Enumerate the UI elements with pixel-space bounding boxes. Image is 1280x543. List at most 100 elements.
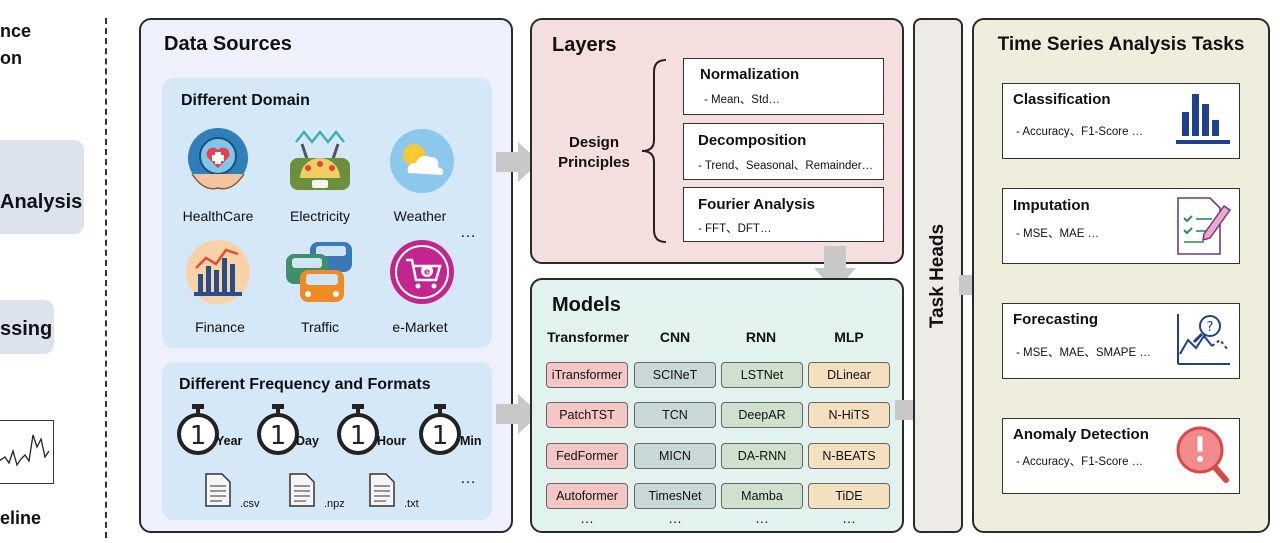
domain-label-traffic: Traffic: [300, 319, 340, 335]
principles-brace: [641, 59, 667, 243]
task-name-classification: Classification: [1013, 91, 1111, 108]
stopwatch-hour-icon: 1: [336, 402, 380, 463]
traffic-icon: [284, 236, 358, 311]
bar-chart-icon: [1174, 90, 1232, 153]
models-title: Models: [552, 294, 621, 316]
weather-icon: [388, 127, 456, 200]
freq-label-day: Day: [296, 434, 319, 448]
layer-name-normalization: Normalization: [700, 66, 800, 83]
freq-label-min: Min: [460, 434, 482, 448]
svg-text:1: 1: [350, 421, 367, 451]
stopwatch-min-icon: 1: [418, 402, 462, 463]
svg-text:1: 1: [190, 421, 207, 451]
model-chip-tide: TiDE: [808, 483, 890, 509]
domain-label-finance: Finance: [195, 319, 245, 335]
arrow-data-to-layers: [496, 142, 540, 182]
electricity-icon: [286, 128, 354, 199]
task-name-imputation: Imputation: [1013, 197, 1090, 214]
model-more-transformer: …: [580, 510, 594, 526]
layer-name-decomposition: Decomposition: [698, 132, 807, 149]
model-chip-itransformer: iTransformer: [546, 362, 628, 388]
model-chip-micn: MICN: [634, 443, 716, 469]
model-chip-scinet: SCINeT: [634, 362, 716, 388]
tasks-title: Time Series Analysis Tasks: [997, 34, 1245, 55]
file-txt-icon: [368, 472, 396, 513]
task-name-forecasting: Forecasting: [1013, 311, 1099, 328]
section-divider: [105, 18, 107, 538]
finance-icon: [184, 238, 252, 311]
layer-detail-decomposition: - Trend、Seasonal、Remainder…: [698, 160, 874, 172]
alert-magnifier-icon: [1174, 424, 1232, 489]
layer-card-fourier: [683, 187, 884, 242]
domain-label-emarket: e-Market: [392, 319, 448, 335]
healthcare-icon: [184, 126, 252, 201]
model-chip-deepar: DeepAR: [721, 402, 803, 428]
file-npz-icon: [288, 472, 316, 513]
task-detail-anomaly: - Accuracy、F1-Score …: [1016, 456, 1144, 468]
freq-label-year: Year: [216, 434, 243, 448]
layer-card-normalization: [683, 58, 884, 115]
left-analysis-box: [0, 140, 84, 234]
file-csv-icon: [204, 472, 232, 513]
arrow-data-to-models: [496, 394, 540, 434]
task-detail-classification: - Accuracy、F1-Score …: [1016, 126, 1144, 138]
stopwatch-day-icon: 1: [256, 402, 300, 463]
left-pipeline-label: eline: [0, 508, 42, 528]
model-chip-patchtst: PatchTST: [546, 402, 628, 428]
left-processing-label: ssing: [0, 318, 53, 340]
domain-label-healthcare: HealthCare: [182, 208, 254, 224]
task-detail-imputation: - MSE、MAE …: [1016, 228, 1100, 240]
layer-card-decomposition: [683, 123, 884, 180]
layer-detail-fourier: - FFT、DFT…: [698, 223, 772, 235]
arrow-layers-to-models: [814, 246, 856, 292]
model-chip-n-beats: N-BEATS: [808, 443, 890, 469]
model-chip-fedformer: FedFormer: [546, 443, 628, 469]
model-col-header-rnn: RNN: [745, 329, 777, 345]
freq-label-hour: Hour: [377, 434, 407, 448]
svg-text:?: ?: [1207, 320, 1214, 335]
model-col-header-transformer: Transformer: [547, 329, 629, 345]
model-more-cnn: …: [668, 510, 682, 526]
svg-text:e: e: [424, 268, 430, 278]
stopwatch-year-icon: 1: [176, 402, 220, 463]
time-series-icon: [0, 434, 50, 467]
task-name-anomaly: Anomaly Detection: [1013, 426, 1149, 443]
domain-title: Different Domain: [181, 92, 310, 109]
left-fragment-1: nce: [0, 21, 32, 41]
left-fragment-2: on: [0, 48, 22, 68]
layer-detail-normalization: - Mean、Std…: [704, 94, 781, 106]
task-card-classification: [1002, 83, 1240, 159]
forecast-chart-icon: ?: [1172, 310, 1232, 375]
layer-name-fourier: Fourier Analysis: [698, 196, 815, 213]
frequency-title: Different Frequency and Formats: [179, 376, 431, 393]
model-more-rnn: …: [755, 510, 769, 526]
svg-text:1: 1: [432, 421, 449, 451]
frequency-more: …: [460, 470, 476, 487]
file-label-txt: .txt: [404, 498, 419, 510]
left-processing-box: [0, 300, 54, 354]
domain-label-weather: Weather: [393, 208, 447, 224]
model-chip-autoformer: Autoformer: [546, 483, 628, 509]
design-principles-label: Design Principles: [558, 134, 630, 171]
model-chip-mamba: Mamba: [721, 483, 803, 509]
model-col-header-cnn: CNN: [659, 329, 691, 345]
file-label-csv: .csv: [240, 498, 260, 510]
model-chip-dlinear: DLinear: [808, 362, 890, 388]
svg-text:1: 1: [270, 421, 287, 451]
data-sources-title: Data Sources: [164, 33, 292, 55]
model-more-mlp: …: [842, 510, 856, 526]
model-chip-lstnet: LSTNet: [721, 362, 803, 388]
left-series-box: [0, 420, 54, 484]
model-chip-timesnet: TimesNet: [634, 483, 716, 509]
left-analysis-label: Analysis: [0, 191, 83, 213]
model-chip-da-rnn: DA-RNN: [721, 443, 803, 469]
task-detail-forecasting: - MSE、MAE、SMAPE …: [1016, 347, 1151, 359]
domain-label-electricity: Electricity: [290, 208, 350, 224]
document-pen-icon: [1174, 194, 1232, 263]
model-chip-n-hits: N-HiTS: [808, 402, 890, 428]
layers-title: Layers: [552, 34, 617, 56]
file-label-npz: .npz: [324, 498, 345, 510]
domain-more: …: [460, 224, 476, 241]
model-chip-tcn: TCN: [634, 402, 716, 428]
emarket-icon: e: [388, 238, 456, 311]
